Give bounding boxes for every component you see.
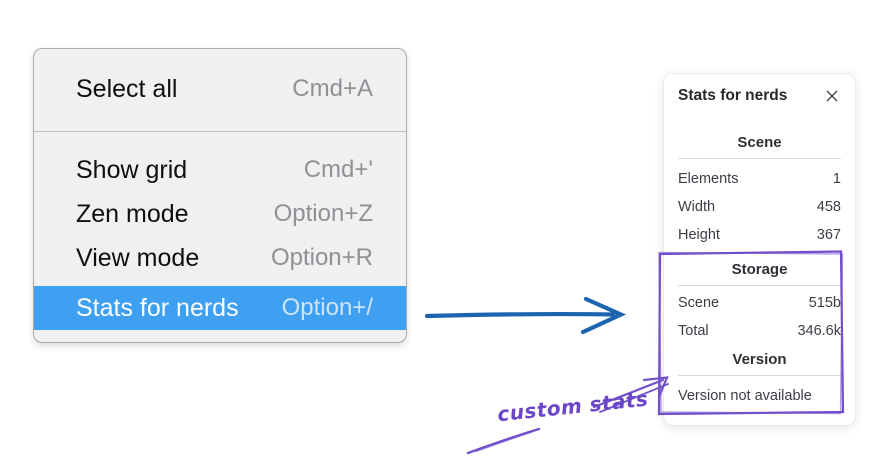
stat-row-total-size: Total 346.6k (678, 321, 841, 341)
section-divider (678, 285, 841, 286)
stat-row-width: Width 458 (678, 197, 841, 217)
stat-row-elements: Elements 1 (678, 169, 841, 189)
stat-value: 458 (816, 199, 841, 215)
menu-item-label: Stats for nerds (76, 293, 239, 322)
section-heading-scene: Scene (737, 134, 782, 151)
section-divider (678, 375, 841, 376)
blue-arrow (424, 296, 627, 335)
stat-value: 1 (832, 171, 841, 187)
stats-panel-title: Stats for nerds (678, 87, 788, 104)
menu-item-shortcut: Cmd+' (303, 156, 373, 183)
menu-item-stats-for-nerds[interactable]: Stats for nerds Option+/ (34, 286, 406, 330)
menu-item-zen-mode[interactable]: Zen mode Option+Z (34, 192, 406, 236)
menu-item-shortcut: Option+R (270, 244, 373, 271)
close-icon (826, 90, 838, 102)
section-divider (678, 158, 841, 159)
section-heading-storage: Storage (731, 261, 788, 278)
stat-label: Total (678, 323, 709, 339)
custom-stats-label: custom stats (496, 386, 650, 427)
stat-label: Width (678, 199, 716, 215)
stat-label: Scene (678, 295, 720, 311)
menu-item-label: Select all (76, 74, 178, 103)
stats-panel: Stats for nerds Scene Elements 1 Width 4… (663, 73, 856, 426)
stat-label: Elements (678, 171, 739, 187)
menu-item-label: View mode (76, 243, 200, 272)
stat-value: 346.6k (797, 323, 841, 339)
section-heading-version: Version (732, 351, 787, 368)
stat-value: 367 (816, 227, 841, 243)
menu-item-view-mode[interactable]: View mode Option+R (34, 236, 406, 280)
context-menu: Select all Cmd+A Show grid Cmd+' Zen mod… (33, 48, 407, 343)
stat-value: 515b (808, 295, 841, 311)
menu-separator (34, 131, 406, 132)
stat-label: Height (678, 227, 720, 243)
close-button[interactable] (823, 87, 841, 105)
menu-item-shortcut: Option+/ (281, 294, 373, 321)
menu-item-select-all[interactable]: Select all Cmd+A (34, 67, 406, 111)
stat-row-height: Height 367 (678, 225, 841, 245)
version-note: Version not available (678, 388, 812, 404)
menu-item-shortcut: Cmd+A (292, 75, 373, 102)
menu-item-label: Show grid (76, 155, 188, 184)
stat-row-scene-size: Scene 515b (678, 293, 841, 313)
stats-panel-header: Stats for nerds (678, 86, 841, 106)
custom-stats-underline (466, 427, 541, 455)
menu-item-show-grid[interactable]: Show grid Cmd+' (34, 148, 406, 192)
menu-item-shortcut: Option+Z (273, 200, 373, 227)
menu-item-label: Zen mode (76, 199, 189, 228)
